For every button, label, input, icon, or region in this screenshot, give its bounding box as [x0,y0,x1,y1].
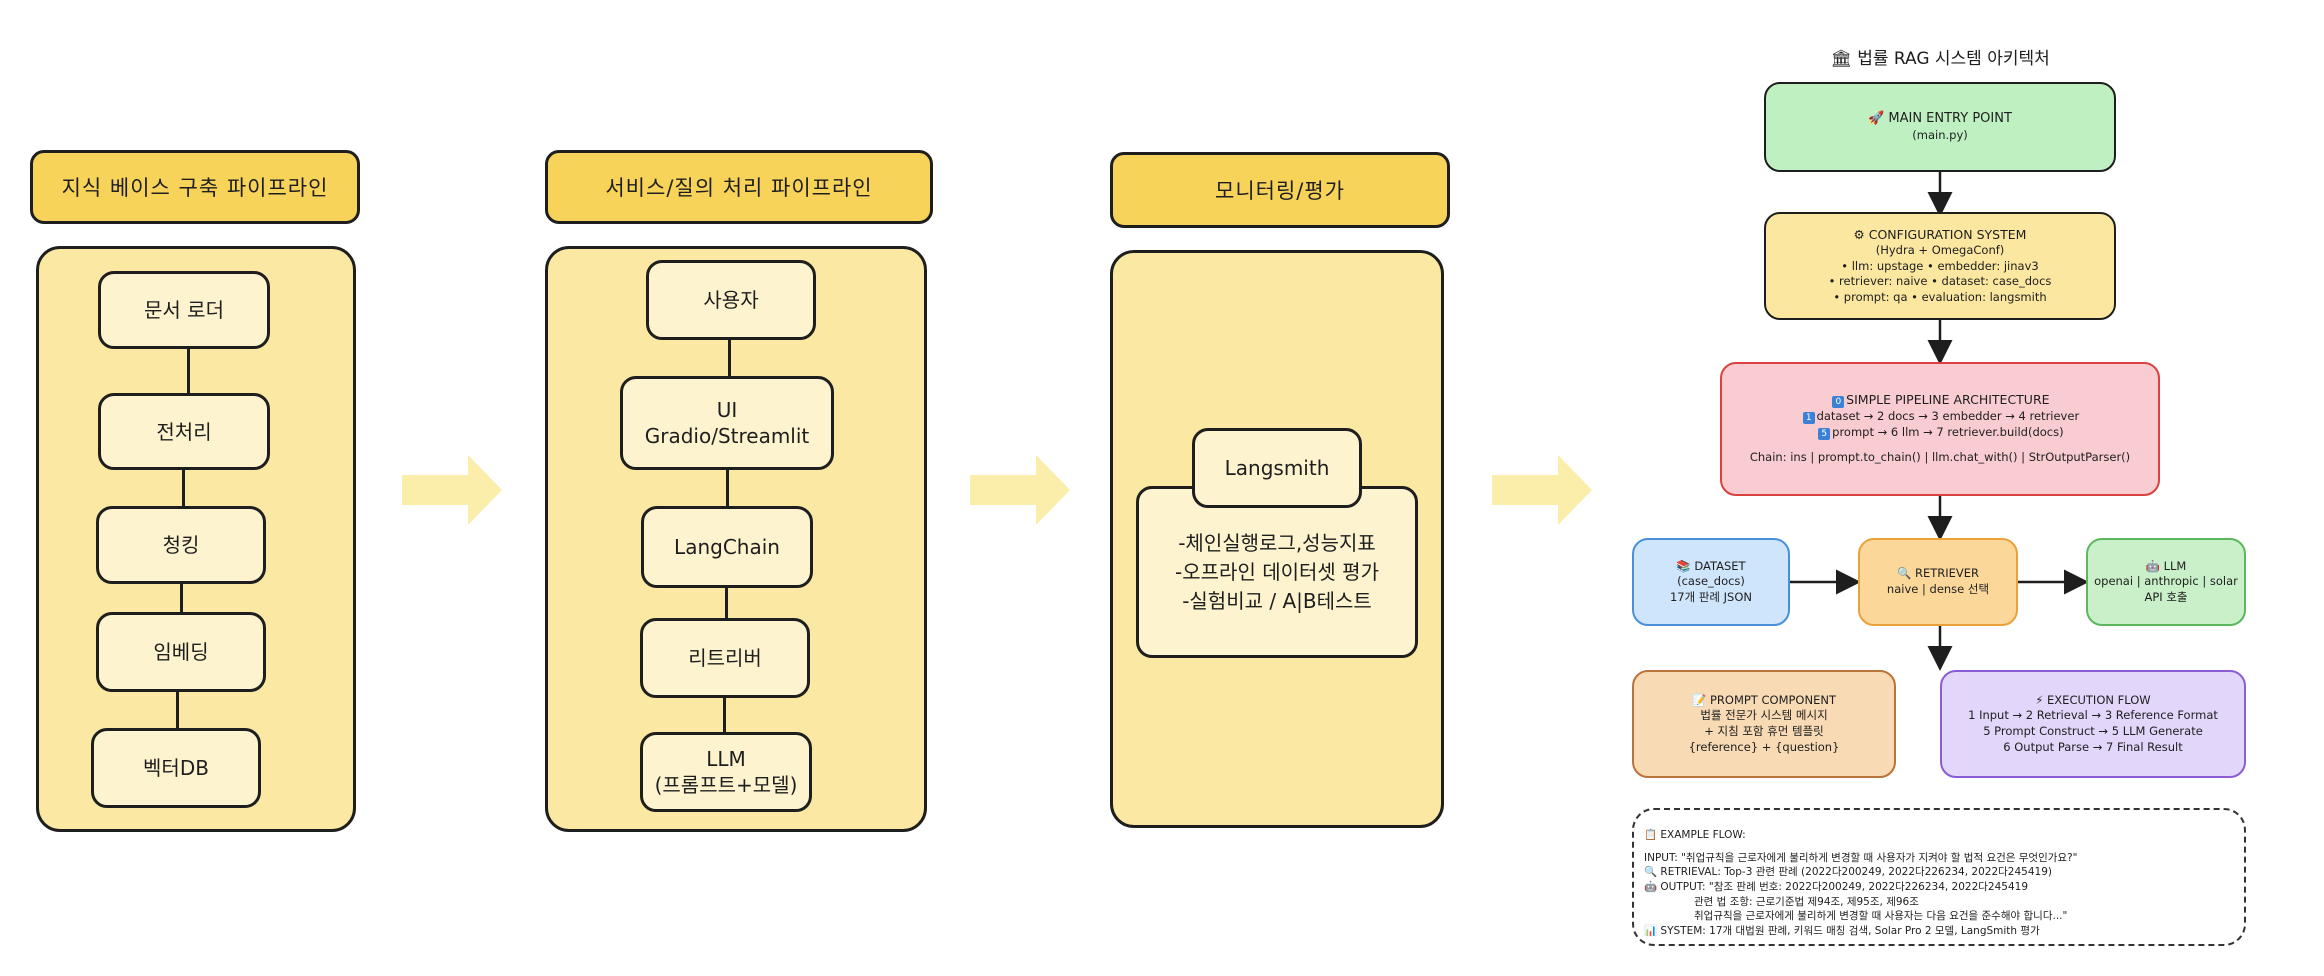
execution-flow-box: ⚡ EXECUTION FLOW 1 Input → 2 Retrieval →… [1940,670,2246,778]
example-line: INPUT: "취업규칙을 근로자에게 불리하게 변경할 때 사용자가 지켜야 … [1644,851,2078,864]
dataset-line: (case_docs) [1677,574,1745,589]
example-line: 관련 법 조항: 근로기준법 제94조, 제95조, 제96조 [1694,895,1919,908]
example-line: 취업규칙을 근로자에게 불리하게 변경할 때 사용자는 다음 요건을 준수해야 … [1694,910,2068,923]
retriever-box: 🔍 RETRIEVER naive | dense 선택 [1858,538,2018,626]
pipeline-chain: Chain: ins | prompt.to_chain() | llm.cha… [1749,450,2131,465]
langchain-node: LangChain [641,506,813,588]
monitoring-header: 모니터링/평가 [1110,152,1450,228]
llm-line: openai | anthropic | solar [2094,574,2238,589]
embedding-node: 임베딩 [96,612,266,692]
config-box: ⚙ CONFIGURATION SYSTEM (Hydra + OmegaCon… [1764,212,2116,320]
retriever-title: 🔍 RETRIEVER [1896,566,1980,581]
prompt-component-box: 📝 PROMPT COMPONENT 법률 전문가 시스템 메시지 + 지침 포… [1632,670,1896,778]
badge-icon: 5 [1818,427,1831,440]
langsmith-node: Langsmith [1192,428,1362,508]
execution-title: ⚡ EXECUTION FLOW [2035,692,2151,707]
dataset-line: 17개 판례 JSON [1669,589,1753,604]
vector-db-node: 벡터DB [91,728,261,808]
dataset-title: 📚 DATASET [1676,558,1746,573]
prompt-line: {reference} + {question} [1688,739,1840,754]
badge-icon: 1 [1802,412,1815,425]
example-flow-box: 📋 EXAMPLE FLOW: INPUT: "취업규칙을 근로자에게 불리하게… [1632,808,2246,946]
badge-icon: 0 [1832,396,1845,409]
execution-line: 6 Output Parse → 7 Final Result [2003,739,2183,754]
example-line: 📊 SYSTEM: 17개 대법원 판례, 키워드 매칭 검색, Solar P… [1644,925,2040,938]
main-entry-title: 🚀 MAIN ENTRY POINT [1868,111,2012,127]
knowledge-pipeline-header: 지식 베이스 구축 파이프라인 [30,150,360,224]
dataset-box: 📚 DATASET (case_docs) 17개 판례 JSON [1632,538,1790,626]
architecture-connectors [1790,172,2089,671]
main-entry-box: 🚀 MAIN ENTRY POINT (main.py) [1764,82,2116,172]
chunking-node: 청킹 [96,506,266,584]
prompt-line: 법률 전문가 시스템 메시지 [1700,708,1828,723]
service-pipeline-header: 서비스/질의 처리 파이프라인 [545,150,933,224]
llm-line: API 호출 [2144,589,2188,604]
llm-title: 🤖 LLM [2145,558,2187,573]
config-line: • prompt: qa • evaluation: langsmith [1833,289,2047,304]
config-line: • llm: upstage • embedder: jinav3 [1841,258,2039,273]
example-line: 🔍 RETRIEVAL: Top-3 관련 판례 (2022다200249, 2… [1644,866,2052,879]
main-entry-sub: (main.py) [1912,128,1968,143]
pipeline-line-1: dataset → 2 docs → 3 embedder → 4 retrie… [1816,409,2080,424]
flow-arrow-2 [970,455,1070,525]
prompt-line: + 지침 포함 휴먼 템플릿 [1704,724,1824,738]
config-title: ⚙ CONFIGURATION SYSTEM [1853,226,2027,242]
ui-node: UI Gradio/Streamlit [620,376,834,470]
user-node: 사용자 [646,260,816,340]
llm-box: 🤖 LLM openai | anthropic | solar API 호출 [2086,538,2246,626]
flow-arrow-3 [1492,455,1592,525]
architecture-title: 🏛 법률 RAG 시스템 아키텍처 [1830,49,2050,69]
config-line: • retriever: naive • dataset: case_docs [1828,274,2052,289]
example-line: 🤖 OUTPUT: "참조 판례 번호: 2022다200249, 2022다2… [1644,881,2029,894]
prompt-title: 📝 PROMPT COMPONENT [1692,692,1836,707]
pipeline-title: SIMPLE PIPELINE ARCHITECTURE [1846,392,2050,408]
retriever-line: naive | dense 선택 [1886,582,1990,596]
preprocessing-node: 전처리 [98,393,270,470]
example-title: 📋 EXAMPLE FLOW: [1644,829,1746,841]
llm-node: LLM (프롬프트+모델) [640,732,812,812]
config-line: (Hydra + OmegaConf) [1875,243,2005,258]
retriever-node: 리트리버 [640,618,810,698]
document-loader-node: 문서 로더 [98,271,270,349]
execution-line: 1 Input → 2 Retrieval → 3 Reference Form… [1968,708,2218,723]
langsmith-description: -체인실행로그,성능지표 -오프라인 데이터셋 평가 -실험비교 / A|B테스… [1136,486,1418,658]
flow-arrow-1 [402,455,502,525]
execution-line: 5 Prompt Construct → 5 LLM Generate [1983,724,2203,738]
pipeline-line-2: prompt → 6 llm → 7 retriever.build(docs) [1832,424,2064,439]
